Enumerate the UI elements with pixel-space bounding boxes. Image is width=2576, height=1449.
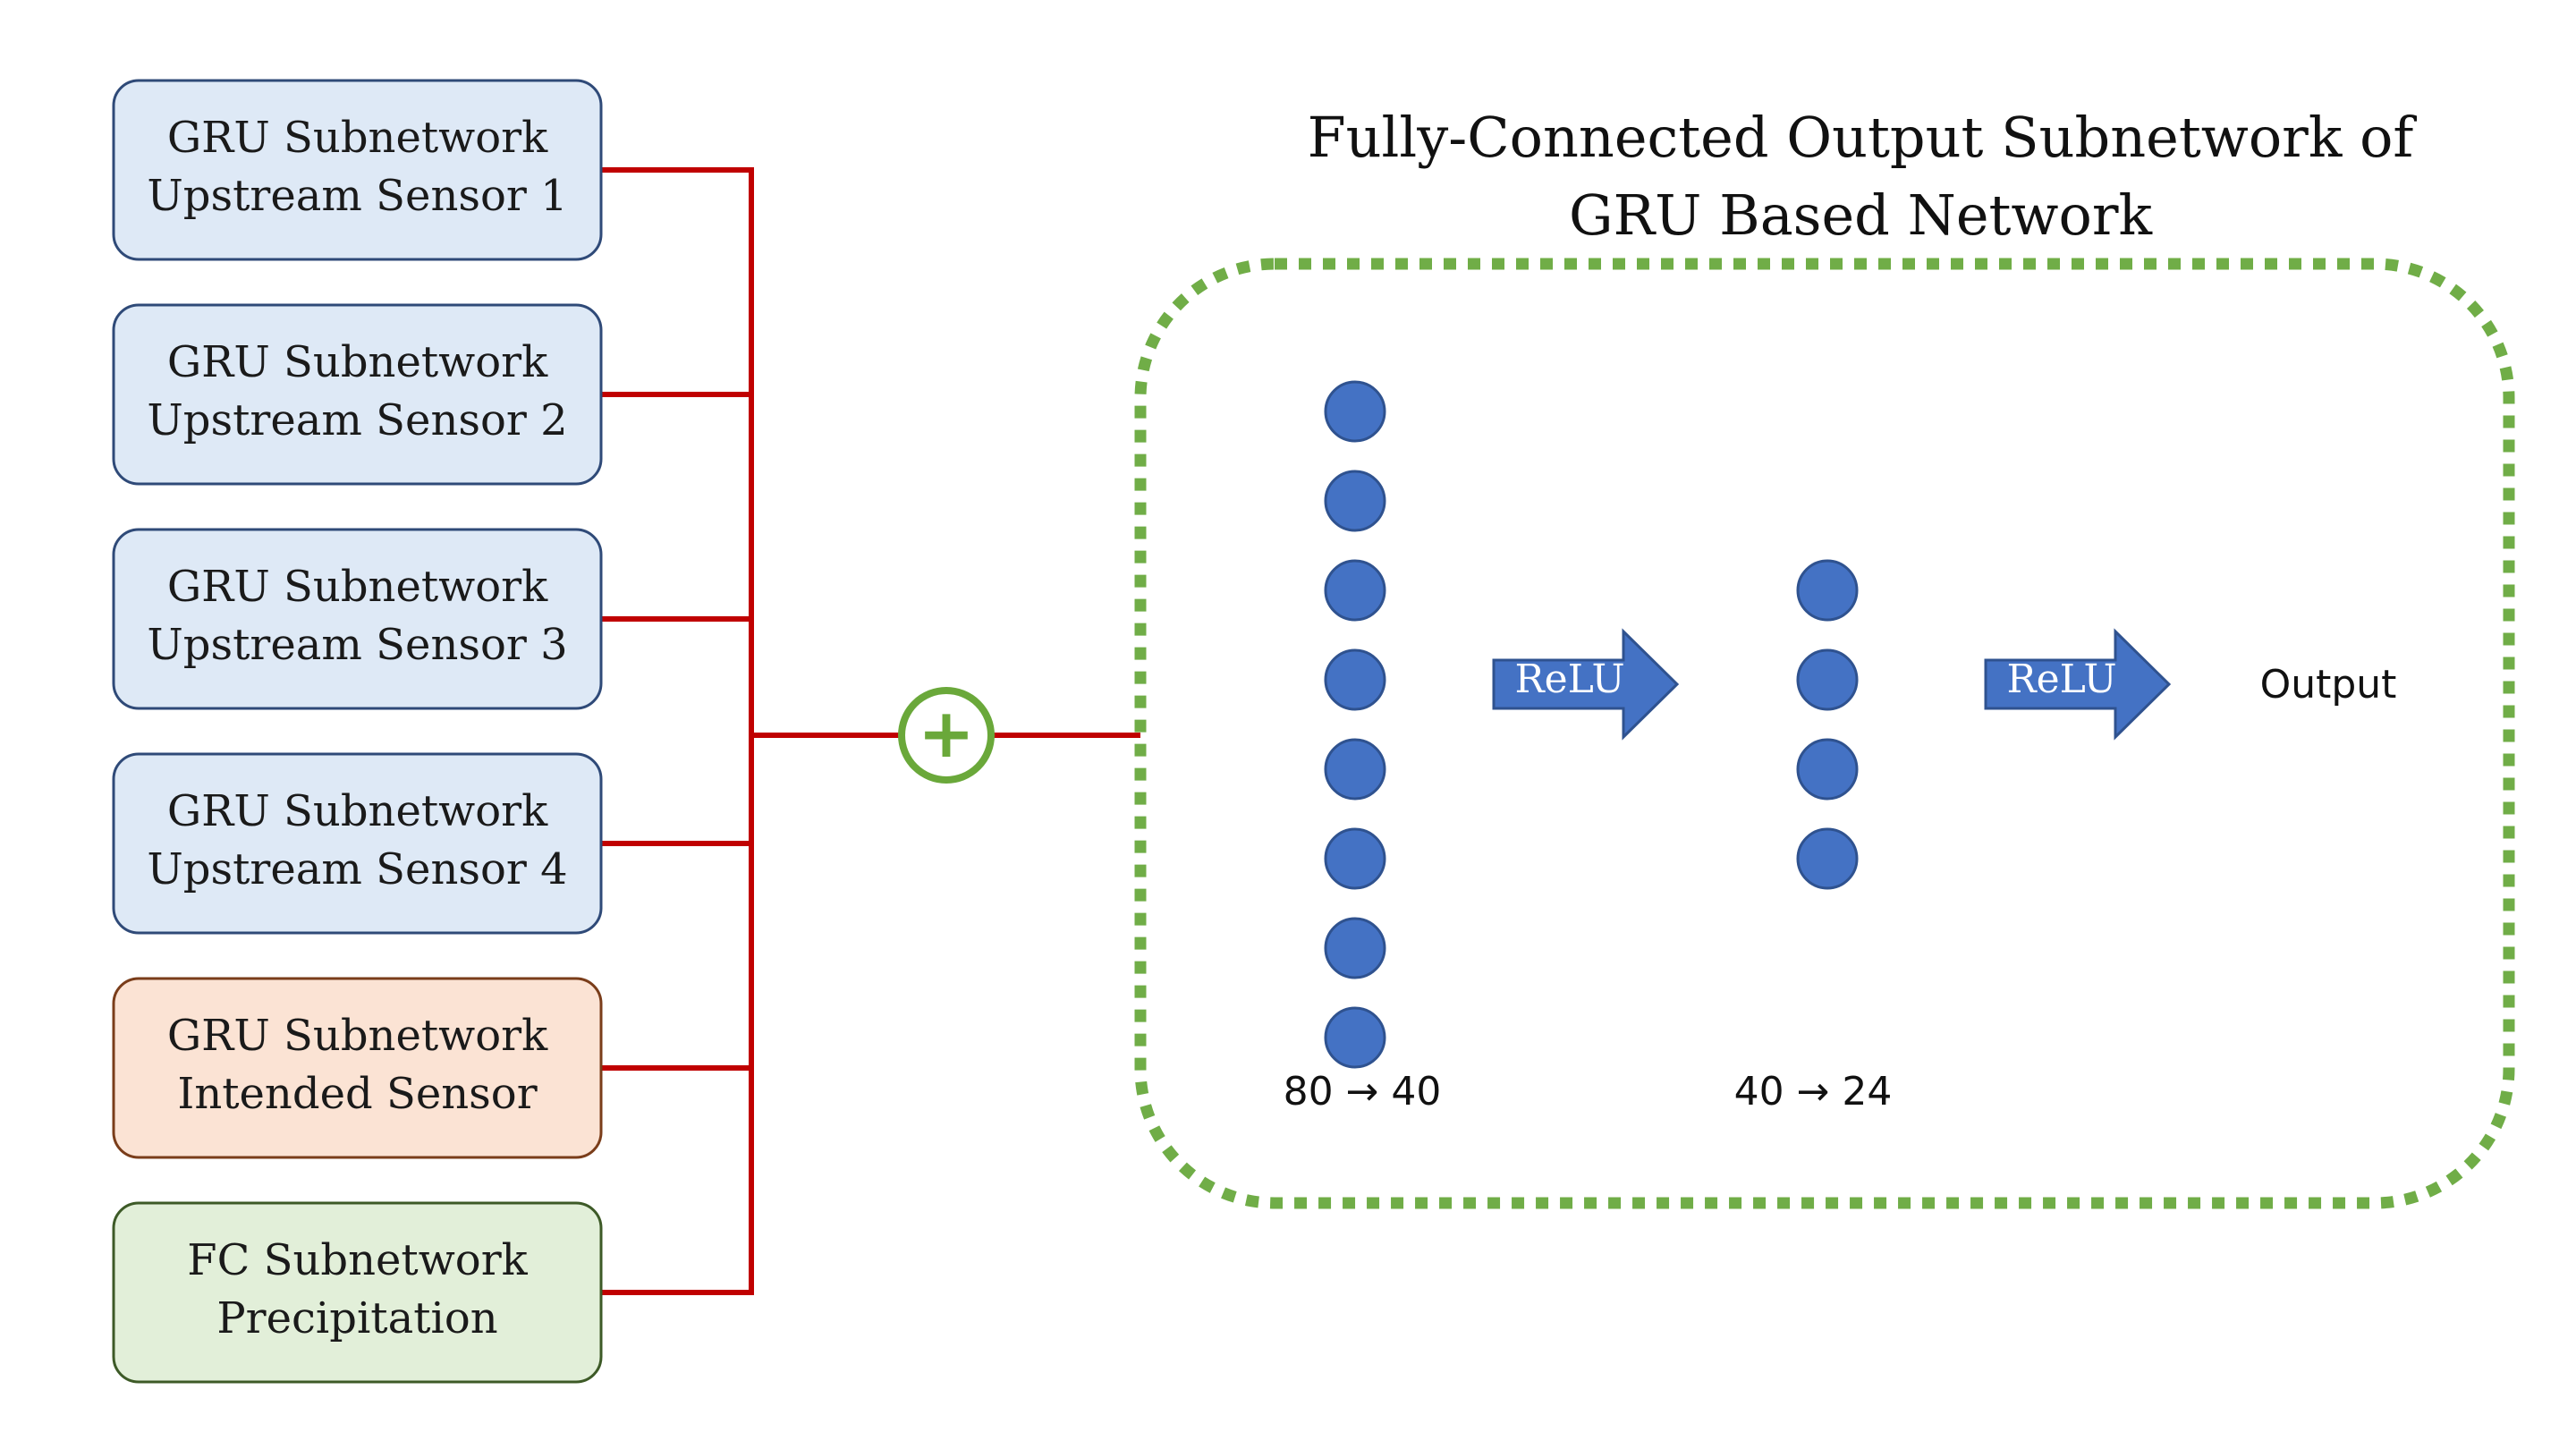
input-box-rect <box>112 528 603 710</box>
layer-1-label: 80 → 40 <box>1284 1069 1442 1114</box>
layer-1-node <box>1324 380 1386 443</box>
relu-arrow-1: ReLU <box>1492 628 1680 741</box>
relu-arrow-2: ReLU <box>1984 628 2172 741</box>
input-box-rect <box>112 1201 603 1384</box>
input-box-rect <box>112 303 603 486</box>
concat-circle <box>898 687 995 784</box>
layer-2-node <box>1796 827 1859 890</box>
input-box-line-2: Precipitation <box>216 1293 497 1343</box>
layer-1-node <box>1324 559 1386 622</box>
input-box-line-1: GRU Subnetwork <box>167 562 548 612</box>
layer-1-node <box>1324 470 1386 532</box>
input-box-line-1: FC Subnetwork <box>187 1235 528 1285</box>
layer-1-node <box>1324 738 1386 801</box>
input-box-line-2: Intended Sensor <box>177 1069 537 1119</box>
input-box-line-2: Upstream Sensor 4 <box>147 844 567 894</box>
output-label: Output <box>2260 662 2397 708</box>
layer-2-node <box>1796 559 1859 622</box>
layer-1-node <box>1324 917 1386 979</box>
input-box-line-2: Upstream Sensor 2 <box>147 395 567 445</box>
relu-label-1: ReLU <box>1514 657 1624 702</box>
title-line-2: GRU Based Network <box>1569 182 2152 248</box>
concat-node: + <box>898 687 995 784</box>
layer-2-node <box>1796 738 1859 801</box>
relu-label-2: ReLU <box>2006 657 2116 702</box>
layer-1-node <box>1324 1006 1386 1069</box>
layer-nodes <box>1324 380 1859 1069</box>
connector-lines <box>601 167 1140 1295</box>
input-box-line-1: GRU Subnetwork <box>167 113 548 163</box>
arrow-right-icon <box>1984 628 2172 741</box>
input-box-line-1: GRU Subnetwork <box>167 786 548 836</box>
layer-1-node <box>1324 827 1386 890</box>
input-box-line-1: GRU Subnetwork <box>167 1011 548 1061</box>
layer-1-node <box>1324 648 1386 711</box>
input-box-rect <box>112 977 603 1159</box>
arrow-right-icon <box>1492 628 1680 741</box>
input-box-rect <box>112 752 603 935</box>
layer-2-node <box>1796 648 1859 711</box>
input-box-rect <box>112 79 603 261</box>
layer-2-label: 40 → 24 <box>1734 1069 1893 1114</box>
input-box-line-2: Upstream Sensor 3 <box>147 620 567 670</box>
input-box-line-2: Upstream Sensor 1 <box>147 171 567 221</box>
input-box-line-1: GRU Subnetwork <box>167 337 548 387</box>
title-line-1: Fully-Connected Output Subnetwork of <box>1308 105 2418 170</box>
fc-output-subnetwork-border <box>1134 258 2515 1209</box>
plus-icon: + <box>918 693 975 773</box>
